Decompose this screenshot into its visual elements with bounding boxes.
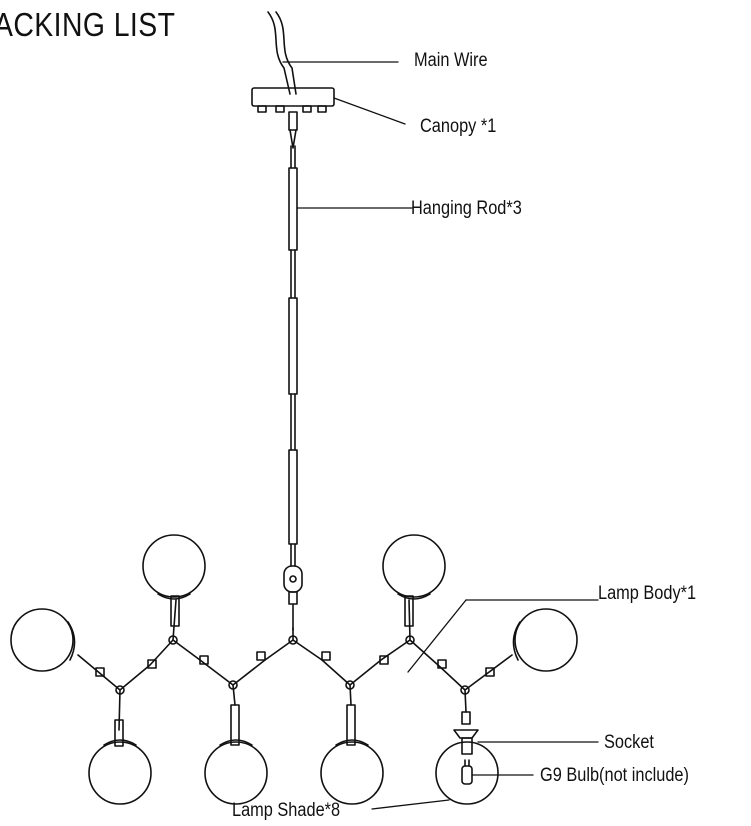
lamp-body: [77, 595, 513, 747]
lamp-shades: [10, 534, 578, 805]
page-title: ACKING LIST: [0, 6, 176, 43]
leader-lines: [282, 61, 599, 810]
g9-bulb-drawing: [461, 759, 473, 785]
hanging-rods: [283, 145, 303, 631]
lamp-shade: [382, 534, 446, 600]
canopy-label: Canopy *1: [420, 116, 497, 137]
lamp-shade: [10, 608, 76, 672]
socket-label: Socket: [604, 732, 654, 753]
lamp-body-label: Lamp Body*1: [598, 583, 697, 604]
lamp-shade: [320, 739, 384, 805]
main-wire-label: Main Wire: [414, 50, 488, 71]
lamp-shade: [204, 739, 268, 805]
lamp-shade: [435, 741, 499, 805]
lamp-shade: [512, 608, 578, 672]
hanging-rod-label: Hanging Rod*3: [411, 198, 522, 219]
lamp-shade: [142, 534, 206, 600]
socket-drawing: [453, 711, 479, 755]
lamp-shade: [88, 739, 152, 805]
lamp-shade-label: Lamp Shade*8: [232, 800, 341, 821]
canopy: [251, 87, 335, 149]
main-wire: [267, 11, 297, 95]
g9-bulb-label: G9 Bulb(not include): [540, 765, 689, 786]
